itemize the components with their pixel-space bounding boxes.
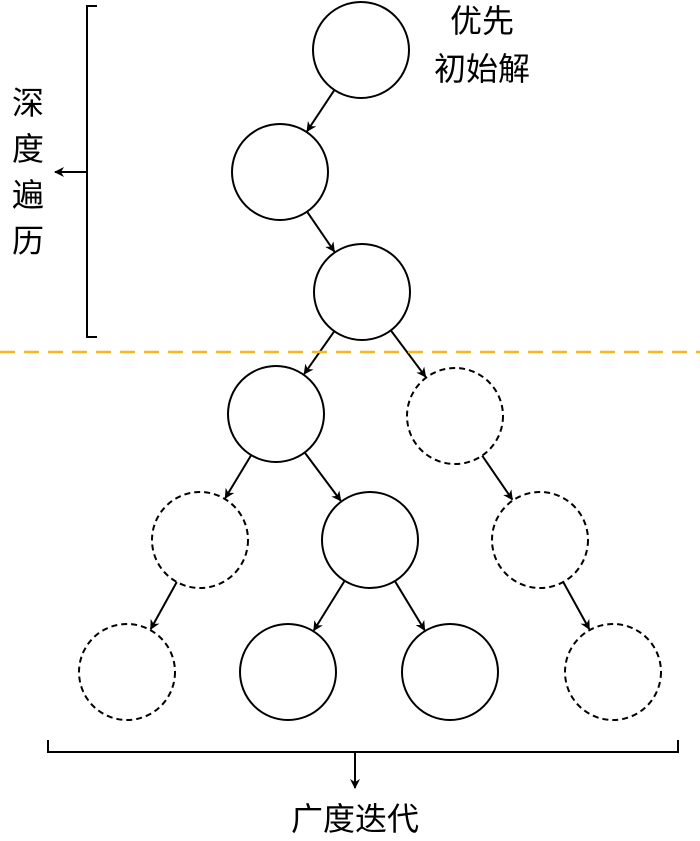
tree-node-4-solid — [227, 365, 325, 463]
edge-arrow-8-12 — [562, 581, 591, 630]
depth-label-2: 度 — [12, 130, 44, 168]
tree-node-9-dashed — [78, 623, 176, 721]
tree-node-5-dashed — [406, 367, 504, 465]
edge-arrow-5-8 — [481, 455, 514, 501]
edge-arrow-7-10 — [313, 580, 346, 632]
tree-node-12-dashed — [564, 623, 662, 721]
tree-node-2-solid — [231, 123, 329, 221]
breadth-bracket — [47, 740, 679, 753]
depth-label-1: 深 — [12, 84, 44, 122]
tree-node-10-solid — [239, 623, 337, 721]
edge-arrow-3-5 — [389, 329, 427, 378]
tree-node-11-solid — [401, 623, 499, 721]
tree-node-6-dashed — [151, 491, 249, 589]
breadth-label: 广度迭代 — [291, 800, 419, 838]
tree-node-3-solid — [313, 243, 411, 341]
tree-node-1-solid — [312, 1, 410, 99]
edge-arrow-2-3 — [306, 211, 336, 253]
depth-bracket — [86, 5, 97, 338]
initial-solution-label-2: 初始解 — [434, 50, 530, 88]
initial-solution-label-1: 优先 — [450, 2, 514, 40]
edge-arrow-4-6 — [224, 454, 253, 499]
edge-arrow-4-7 — [303, 451, 342, 502]
edge-arrow-7-11 — [394, 580, 426, 631]
depth-label-3: 遍 — [12, 176, 44, 214]
edge-arrow-6-9 — [149, 581, 178, 630]
tree-node-8-dashed — [491, 491, 589, 589]
edge-arrow-1-2 — [306, 89, 336, 133]
depth-label-4: 历 — [12, 222, 44, 260]
tree-node-7-solid — [321, 491, 419, 589]
